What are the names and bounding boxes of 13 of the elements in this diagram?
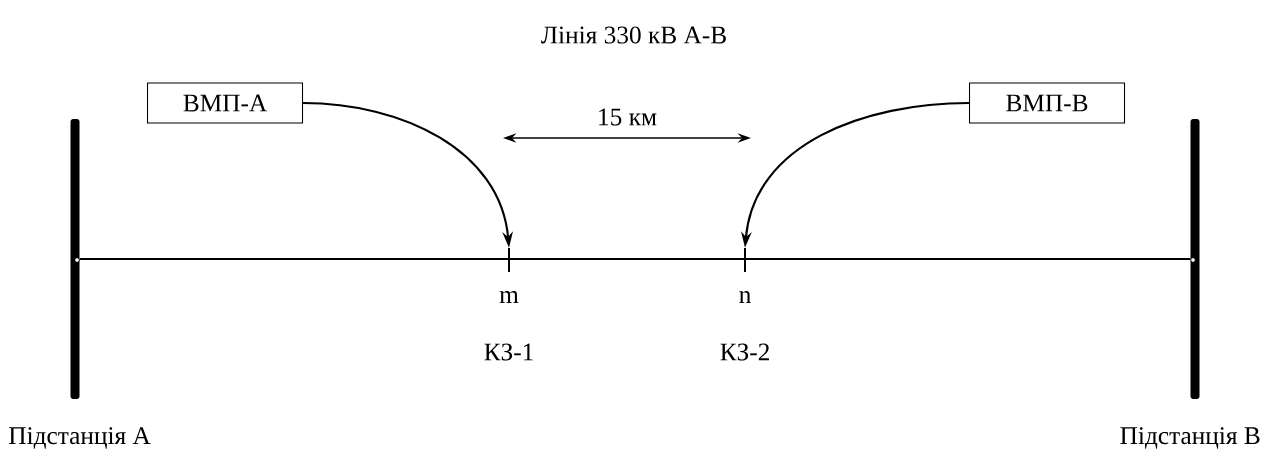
label-box: ВМП-В	[968, 82, 1126, 124]
node-label: Підстанція В	[1120, 427, 1260, 449]
dimension-label: 15 км	[599, 108, 657, 126]
label-box: ВМП-А	[146, 82, 304, 124]
fault-point: m КЗ-1	[484, 248, 533, 361]
fault-point: n КЗ-2	[720, 248, 769, 361]
title: Лінія 330 кВ А-В	[541, 26, 726, 44]
node-label: m	[499, 291, 519, 303]
node-label: n	[739, 291, 751, 303]
node-label: КЗ-1	[484, 343, 533, 361]
line-connector	[79, 257, 1191, 261]
node-label: Підстанція А	[9, 427, 151, 449]
node-label: КЗ-2	[720, 343, 769, 361]
